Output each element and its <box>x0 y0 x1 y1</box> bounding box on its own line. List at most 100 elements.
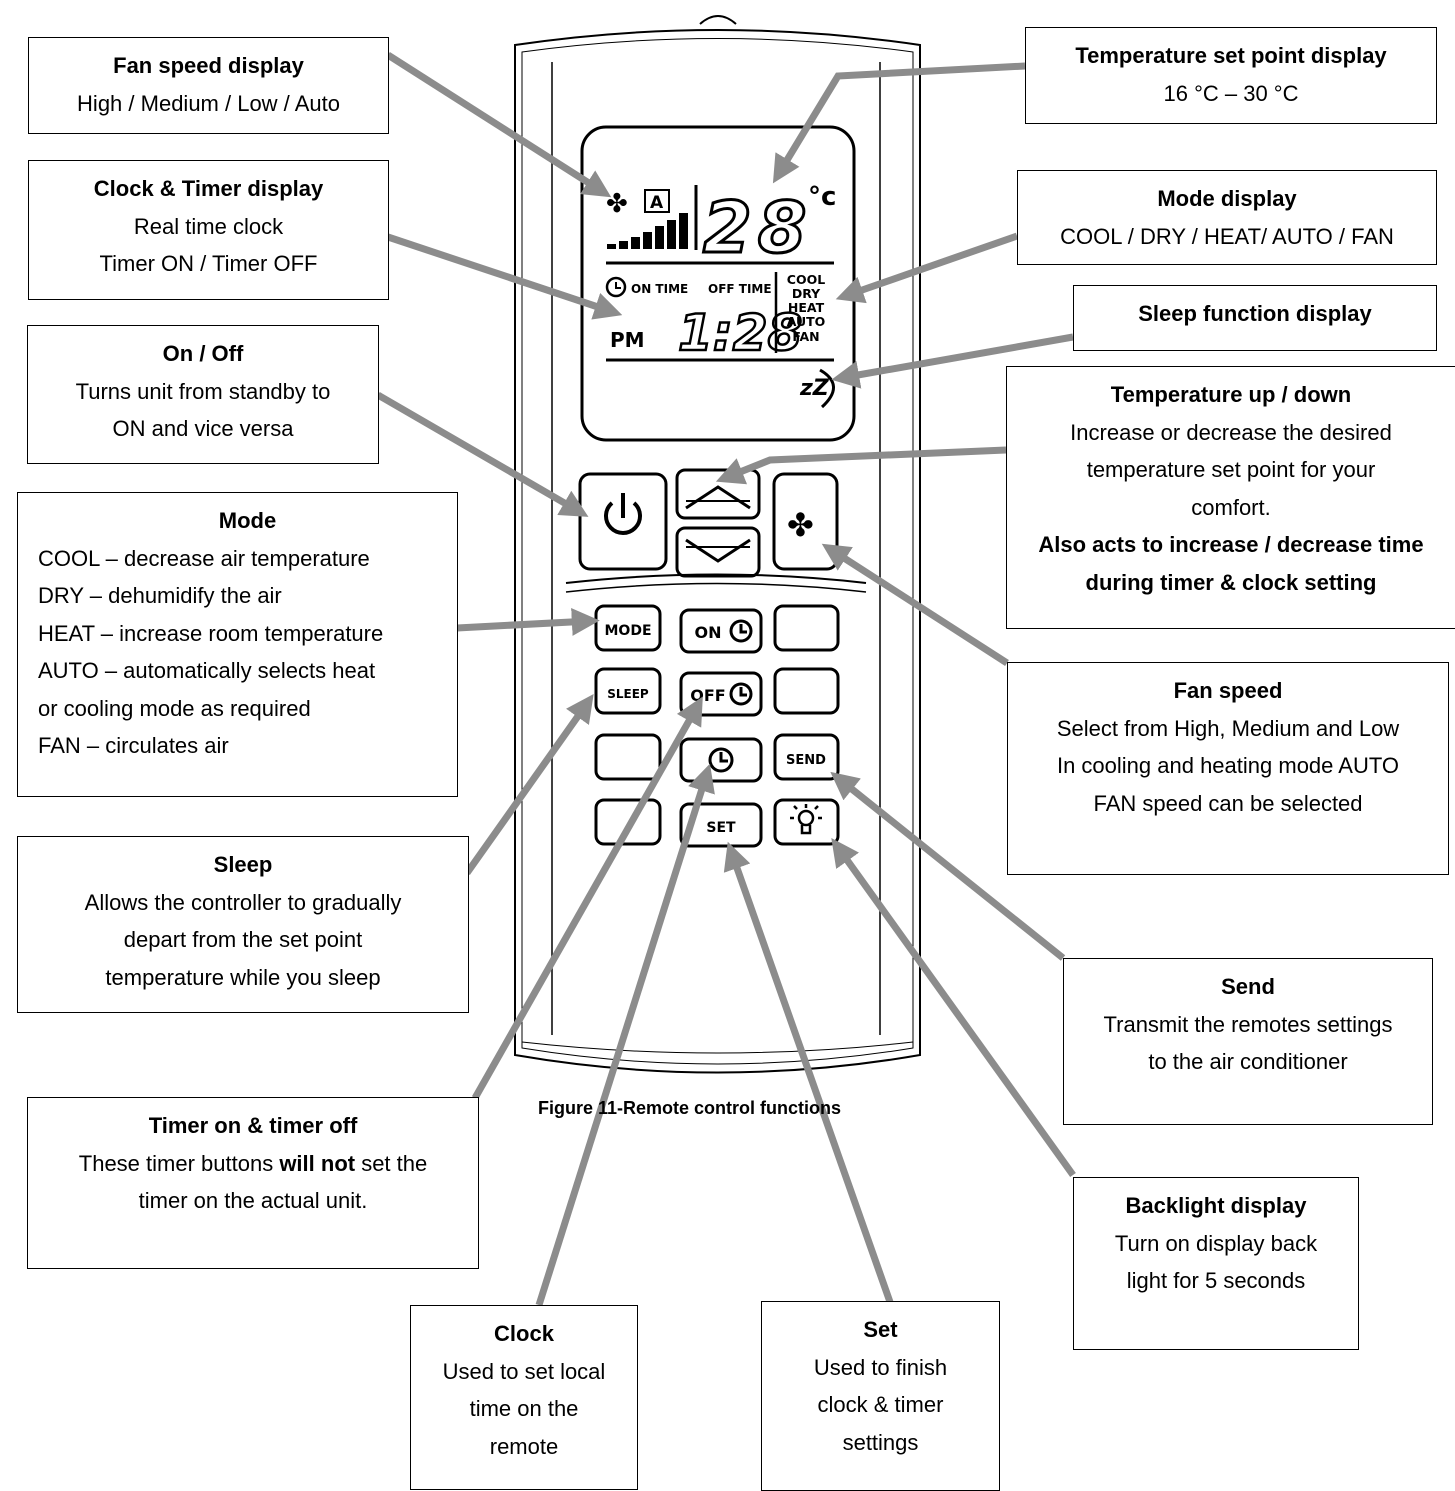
lcd-fan-icon: ✤ <box>606 189 628 219</box>
callout-title: Send <box>1221 974 1275 999</box>
callout-title: Clock & Timer display <box>93 176 324 201</box>
lcd-mode-list: COOL DRY HEAT AUTO FAN <box>787 272 826 344</box>
callout-line: comfort. <box>1191 494 1271 520</box>
lcd-mode-dry: DRY <box>792 286 821 301</box>
button-row-top: ✤ <box>578 468 839 578</box>
sleep-button[interactable] <box>594 667 662 715</box>
clock-icon-clock-button <box>708 747 734 773</box>
callout-line: or cooling mode as required <box>38 695 311 721</box>
callout-line: 16 °C – 30 °C <box>1163 80 1299 106</box>
callout-fan-speed: Fan speed Select from High, Medium and L… <box>1007 662 1449 875</box>
lcd-sleep-symbol: zZ <box>799 376 830 401</box>
callout-line: Used to finish <box>813 1354 948 1380</box>
figure-caption: Figure 11-Remote control functions <box>538 1098 842 1118</box>
callout-title: On / Off <box>162 341 244 366</box>
callout-line: These timer buttons will not set the <box>28 1145 478 1183</box>
clock-button[interactable] <box>679 737 763 783</box>
arrow-backlight <box>831 838 1076 1178</box>
callout-title: Temperature up / down <box>1110 382 1352 407</box>
arrow-mode-display <box>835 232 1019 304</box>
temp-up-button[interactable] <box>675 468 761 520</box>
callout-timer: Timer on & timer off These timer buttons… <box>27 1097 479 1269</box>
arrow-clock <box>535 763 715 1307</box>
arrow-on-off <box>376 391 589 517</box>
callout-line: timer on the actual unit. <box>138 1188 368 1213</box>
arrow-mode <box>456 607 600 636</box>
send-button-label: SEND <box>786 753 826 768</box>
callout-clock: Clock Used to set local time on the remo… <box>410 1305 638 1490</box>
callout-line: clock & timer <box>817 1392 944 1417</box>
empty-button-2[interactable] <box>773 667 840 715</box>
callout-line: High / Medium / Low / Auto <box>77 90 340 116</box>
callout-line: ON and vice versa <box>112 416 294 441</box>
fan-icon: ✤ <box>787 507 814 543</box>
callout-line: Turn on display back <box>1114 1230 1318 1256</box>
callout-line: Timer ON / Timer OFF <box>99 251 318 276</box>
down-arrow-icon <box>685 538 751 563</box>
set-button[interactable] <box>679 802 763 848</box>
callout-title: Set <box>863 1317 898 1342</box>
backlight-button[interactable] <box>773 798 840 846</box>
callout-title: Sleep <box>213 852 273 877</box>
callout-line: temperature while you sleep <box>105 964 381 990</box>
callout-line: In cooling and heating mode AUTO <box>1056 753 1400 778</box>
callout-title: Sleep function display <box>1138 301 1372 326</box>
callout-send: Send Transmit the remotes settings to th… <box>1063 958 1433 1125</box>
temp-down-button[interactable] <box>675 526 761 578</box>
callout-line: COOL / DRY / HEAT/ AUTO / FAN <box>1060 223 1394 249</box>
mode-button-label: MODE <box>604 623 651 639</box>
callout-line: Transmit the remotes settings <box>1103 1011 1393 1037</box>
power-button[interactable] <box>578 472 668 571</box>
callout-temp-up-down: Temperature up / down Increase or decrea… <box>1006 366 1455 629</box>
callout-line: Used to set local <box>442 1358 606 1384</box>
on-timer-button[interactable] <box>679 608 763 654</box>
fan-speed-button[interactable] <box>772 472 839 571</box>
callout-line: FAN – circulates air <box>38 733 229 758</box>
empty-button-3[interactable] <box>594 733 662 781</box>
empty-button-4[interactable] <box>594 798 662 846</box>
callout-line: during timer & clock setting <box>1085 569 1377 595</box>
arrow-sleep-display <box>831 333 1074 389</box>
lcd-off-time: OFF TIME <box>708 282 772 296</box>
callout-title: Clock <box>494 1321 554 1346</box>
timer-line-post: set the <box>355 1150 428 1176</box>
arrow-set <box>723 841 894 1304</box>
callout-line: settings <box>842 1429 919 1455</box>
callout-title: Timer on & timer off <box>148 1113 358 1138</box>
callout-line: DRY – dehumidify the air <box>38 583 282 608</box>
arrow-fan-speed-display <box>386 52 612 198</box>
on-timer-label: ON <box>695 623 722 642</box>
callout-title: Mode <box>218 508 277 533</box>
callout-temp-set-point: Temperature set point display 16 °C – 30… <box>1025 27 1437 124</box>
callout-mode: Mode COOL – decrease air temperature DRY… <box>17 492 458 797</box>
set-button-label: SET <box>706 820 736 836</box>
callout-line: light for 5 seconds <box>1126 1268 1306 1293</box>
remote-body <box>514 15 921 1074</box>
clock-icon-off <box>729 682 753 706</box>
callout-fan-speed-display: Fan speed display High / Medium / Low / … <box>28 37 389 134</box>
callout-line: Increase or decrease the desired <box>1070 419 1392 445</box>
callout-line: to the air conditioner <box>1148 1049 1348 1074</box>
empty-button-1[interactable] <box>773 604 840 652</box>
arrow-temp-set-point <box>772 62 1026 184</box>
send-button[interactable] <box>773 733 840 781</box>
lcd-mode-fan: FAN <box>792 329 819 344</box>
callout-line: Allows the controller to gradually <box>84 889 402 915</box>
lcd-mode-auto: AUTO <box>787 314 826 329</box>
lcd-clock: 1:28 <box>678 304 802 362</box>
arrow-clock-timer-display <box>386 233 623 320</box>
callout-line: depart from the set point <box>123 927 363 952</box>
arrow-temp-up-down <box>715 446 1007 485</box>
callout-sleep: Sleep Allows the controller to gradually… <box>17 836 469 1013</box>
callout-line: Real time clock <box>133 213 284 239</box>
callout-line: Also acts to increase / decrease time <box>1038 532 1424 557</box>
lcd-fan-speed-bars <box>607 213 688 249</box>
timer-clock-icons <box>708 619 753 773</box>
arrow-send <box>830 771 1066 961</box>
off-timer-button[interactable] <box>679 671 763 717</box>
timer-line-bold: will not <box>279 1150 356 1176</box>
callout-backlight: Backlight display Turn on display back l… <box>1073 1177 1359 1350</box>
callout-line: Turns unit from standby to <box>75 378 331 404</box>
callout-set: Set Used to finish clock & timer setting… <box>761 1301 1000 1491</box>
